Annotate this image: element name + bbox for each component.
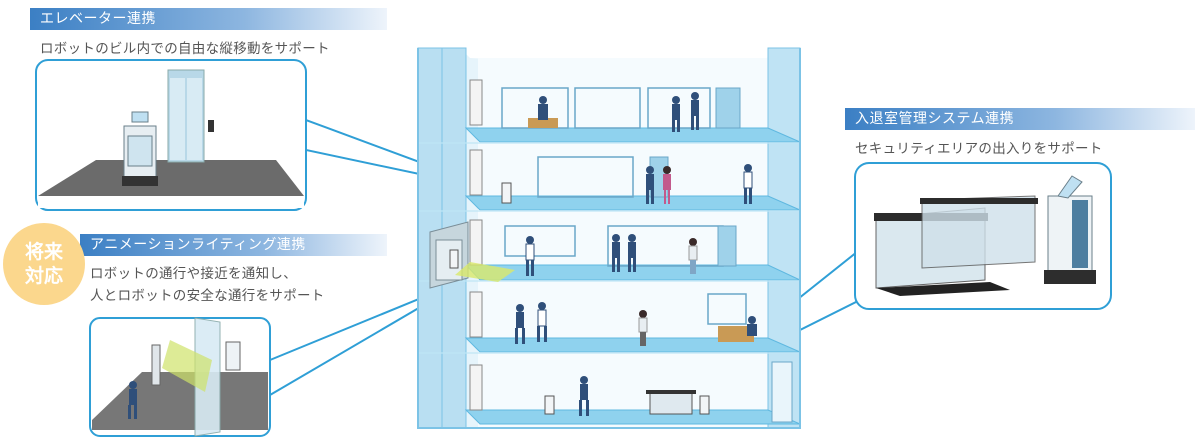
robot-icon [1044,175,1096,284]
elevator-header: エレベーター連携 [30,8,387,30]
access-gate-scene [854,162,1112,310]
badge-line1: 将来 [24,241,63,263]
person-icon [128,381,137,419]
lighting-header: アニメーションライティング連携 [80,234,387,256]
lighting-scene [89,317,271,437]
access-title: 入退室管理システム連携 [855,111,1015,127]
elevator-title: エレベーター連携 [40,11,156,27]
lighting-description-line1: ロボットの通行や接近を通知し、 [90,266,297,282]
light-beam-icon [455,262,515,282]
floor-slabs [464,127,801,425]
lighting-title: アニメーションライティング連携 [90,237,306,253]
robot-icon [122,111,158,186]
elevator-icon [429,221,469,289]
security-gate-icon [646,390,696,415]
elevator-panel-scene [35,59,307,211]
elevator-description: ロボットのビル内での自由な縦移動をサポート [40,41,330,57]
lighting-description-line2: 人とロボットの安全な通行をサポート [90,288,325,304]
security-gate-icon [874,195,1038,296]
light-beam-icon [162,340,212,392]
future-support-badge: 将来 対応 [3,223,85,305]
badge-line2: 対応 [24,265,63,287]
building [417,47,801,429]
access-header: 入退室管理システム連携 [845,108,1195,130]
robot-icon [449,182,710,415]
elevator-doors [469,79,483,411]
person-icon [515,92,757,416]
access-description: セキュリティエリアの出入りをサポート [855,141,1103,157]
